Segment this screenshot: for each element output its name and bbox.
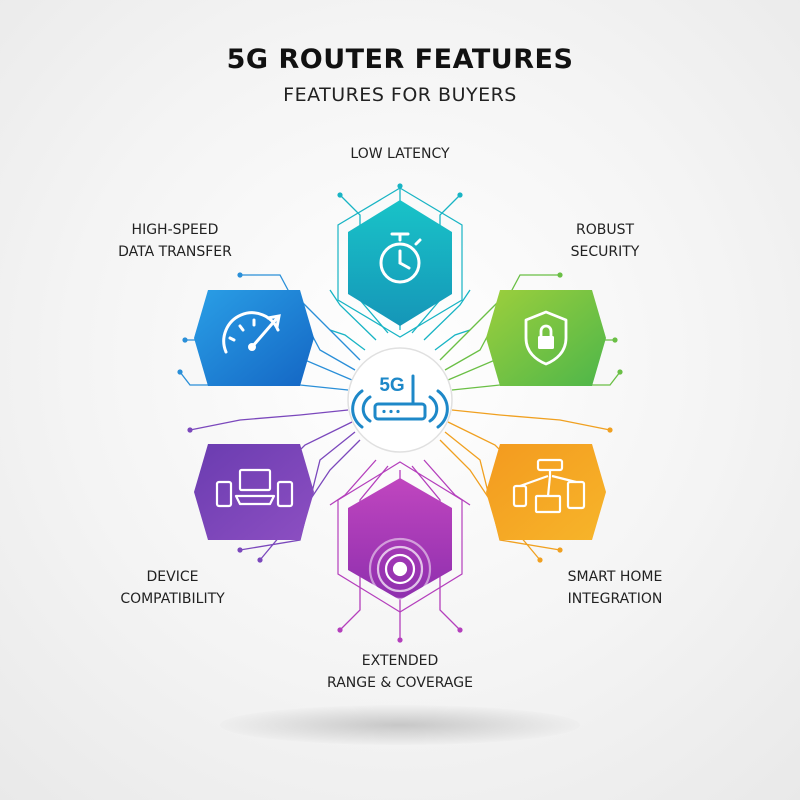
feature-tile-robust-security[interactable] [486,290,606,386]
wifi-router-icon [351,374,449,429]
label-low-latency: LOW LATENCY [300,143,500,165]
label-line: DEVICE [146,569,199,585]
label-line: SMART HOME [567,569,663,585]
hex-outlines [337,187,463,613]
label-line: ROBUST [575,222,635,238]
label-high-speed: HIGH-SPEED DATA TRANSFER [105,219,245,263]
trace [434,329,471,351]
label-extended-range: EXTENDED RANGE & COVERAGE [315,650,485,694]
smart-home-devices-icon [512,458,586,514]
feature-tile-device-compatibility[interactable] [194,444,314,540]
feature-tile-low-latency[interactable] [348,200,452,326]
trace [329,289,377,341]
floor-shadow [220,705,580,745]
trace [451,409,611,431]
label-line: SECURITY [570,244,640,260]
trace [329,329,366,351]
trace [423,289,471,341]
concentric-rings-icon [368,537,432,601]
label-line: EXTENDED [361,653,439,669]
center-badge-text: 5G [379,375,404,396]
speedometer-icon [222,311,281,354]
trace-nodes [177,183,623,643]
label-line: LOW LATENCY [350,146,450,162]
feature-tile-extended-range[interactable] [348,478,452,601]
label-line: DATA TRANSFER [118,244,232,260]
trace [189,409,349,431]
trace [299,299,361,361]
stopwatch-icon [379,232,422,284]
label-smart-home: SMART HOME INTEGRATION [555,566,675,610]
label-robust-security: ROBUST SECURITY [545,219,665,263]
page-title: 5G ROUTER FEATURES [226,44,574,75]
label-line: INTEGRATION [567,591,663,607]
label-line: RANGE & COVERAGE [327,675,473,691]
label-line: COMPATIBILITY [120,591,225,607]
trace [423,459,471,506]
trace [439,299,501,361]
page-subtitle: FEATURES FOR BUYERS [283,84,517,106]
feature-tile-high-speed[interactable] [194,290,314,386]
center-hub: 5G [347,347,453,453]
feature-tile-smart-home[interactable] [486,444,606,540]
trace [329,459,377,506]
label-device-compatibility: DEVICE COMPATIBILITY [110,566,235,610]
label-line: HIGH-SPEED [131,222,219,238]
devices-icon [215,468,294,508]
shield-lock-icon [524,310,568,366]
